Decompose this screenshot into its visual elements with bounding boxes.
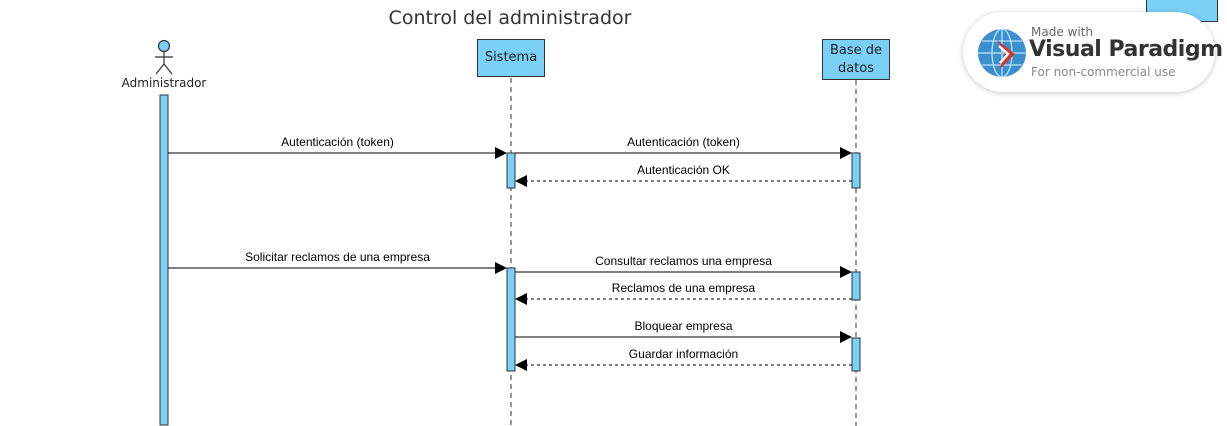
arrowhead-icon — [515, 359, 527, 371]
actor-label: Administrador — [121, 76, 207, 90]
lifeline-label-sistema: Sistema — [484, 50, 538, 65]
message-arrow — [515, 175, 852, 187]
watermark-brand: Visual Paradigm — [1029, 37, 1223, 62]
arrowhead-icon — [840, 266, 852, 278]
message-arrow — [515, 331, 852, 343]
arrowhead-icon — [515, 293, 527, 305]
message-arrow — [168, 147, 507, 159]
message-label: Autenticación (token) — [281, 135, 394, 149]
visual-paradigm-logo-icon — [978, 28, 1026, 78]
activation-sistema-2 — [506, 267, 516, 372]
message-arrow — [515, 147, 852, 159]
diagram-title: Control del administrador — [388, 7, 632, 29]
arrowhead-icon — [515, 175, 527, 187]
message-label: Guardar información — [628, 347, 739, 361]
activation-bd-3 — [851, 337, 861, 372]
activation-bd-1 — [851, 152, 861, 189]
arrowhead-icon — [840, 147, 852, 159]
arrowhead-icon — [495, 262, 507, 274]
message-label: Bloquear empresa — [634, 319, 733, 333]
watermark-made-with: Made with — [1031, 25, 1093, 39]
message-arrow — [168, 262, 507, 274]
arrowhead-icon — [495, 147, 507, 159]
lifeline-head-sistema: Sistema — [477, 39, 545, 77]
activation-bd-2 — [851, 271, 861, 301]
actor-figure-icon — [155, 39, 173, 75]
lifeline-head-bd: Base de datos — [822, 39, 890, 80]
messages-layer — [168, 147, 852, 371]
message-arrow — [515, 266, 852, 278]
watermark-note: For non-commercial use — [1031, 65, 1176, 79]
message-label: Autenticación OK — [637, 163, 730, 177]
message-label: Autenticación (token) — [627, 135, 740, 149]
activation-sistema-1 — [506, 152, 516, 189]
message-label: Consultar reclamos una empresa — [595, 254, 772, 268]
message-label: Reclamos de una empresa — [611, 281, 756, 295]
lifeline-label-bd: Base de datos — [829, 42, 883, 76]
message-label: Solicitar reclamos de una empresa — [245, 250, 430, 264]
message-arrow — [515, 293, 852, 305]
message-arrow — [515, 359, 852, 371]
arrowhead-icon — [840, 331, 852, 343]
activation-actor — [159, 94, 169, 426]
